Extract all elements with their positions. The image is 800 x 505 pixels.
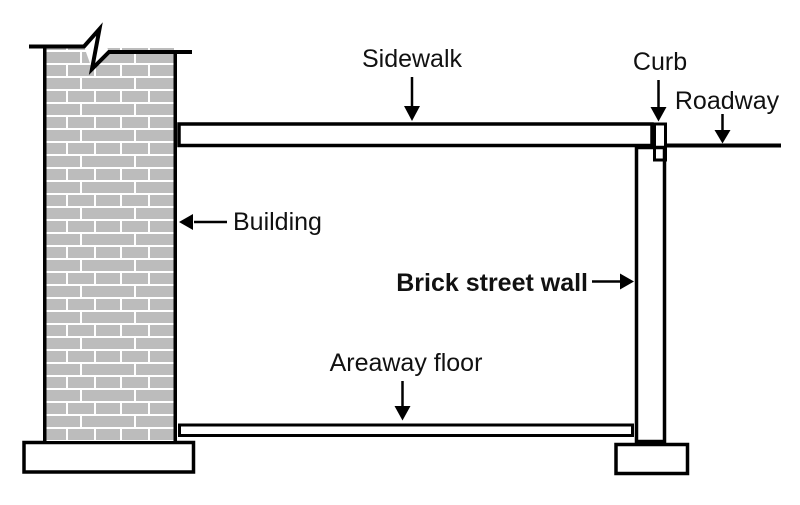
areaway-floor-arrowhead <box>394 406 411 421</box>
brick-street-wall-label: Brick street wall <box>396 269 588 297</box>
building-wall-right-edge <box>173 50 177 441</box>
street-wall-arrow <box>592 273 634 290</box>
roadway-label: Roadway <box>675 87 780 115</box>
building-footing <box>22 440 196 474</box>
street-wall-footing <box>614 442 690 476</box>
roadway-arrowhead <box>714 130 731 144</box>
brick-street-wall <box>634 145 667 444</box>
sidewalk-label: Sidewalk <box>362 45 463 73</box>
areaway-floor-arrow <box>394 381 411 421</box>
building-wall-left-edge <box>43 46 47 441</box>
building-arrow <box>179 214 227 230</box>
building-cap-break-line <box>29 22 192 75</box>
roadway-arrow <box>714 114 731 144</box>
street-wall-arrowhead <box>620 273 634 290</box>
building-wall <box>46 48 174 441</box>
sidewalk-arrow <box>404 77 420 121</box>
sidewalk-arrowhead <box>404 106 420 121</box>
curb-label: Curb <box>633 48 687 76</box>
curb-arrow <box>650 80 667 122</box>
curb-block <box>653 122 667 162</box>
building-arrowhead <box>179 214 193 230</box>
building-label: Building <box>233 208 322 236</box>
areaway-floor-label: Areaway floor <box>330 349 483 377</box>
curb-arrowhead <box>650 107 667 122</box>
sidewalk-slab <box>177 122 654 148</box>
areaway-floor-slab <box>178 423 634 437</box>
